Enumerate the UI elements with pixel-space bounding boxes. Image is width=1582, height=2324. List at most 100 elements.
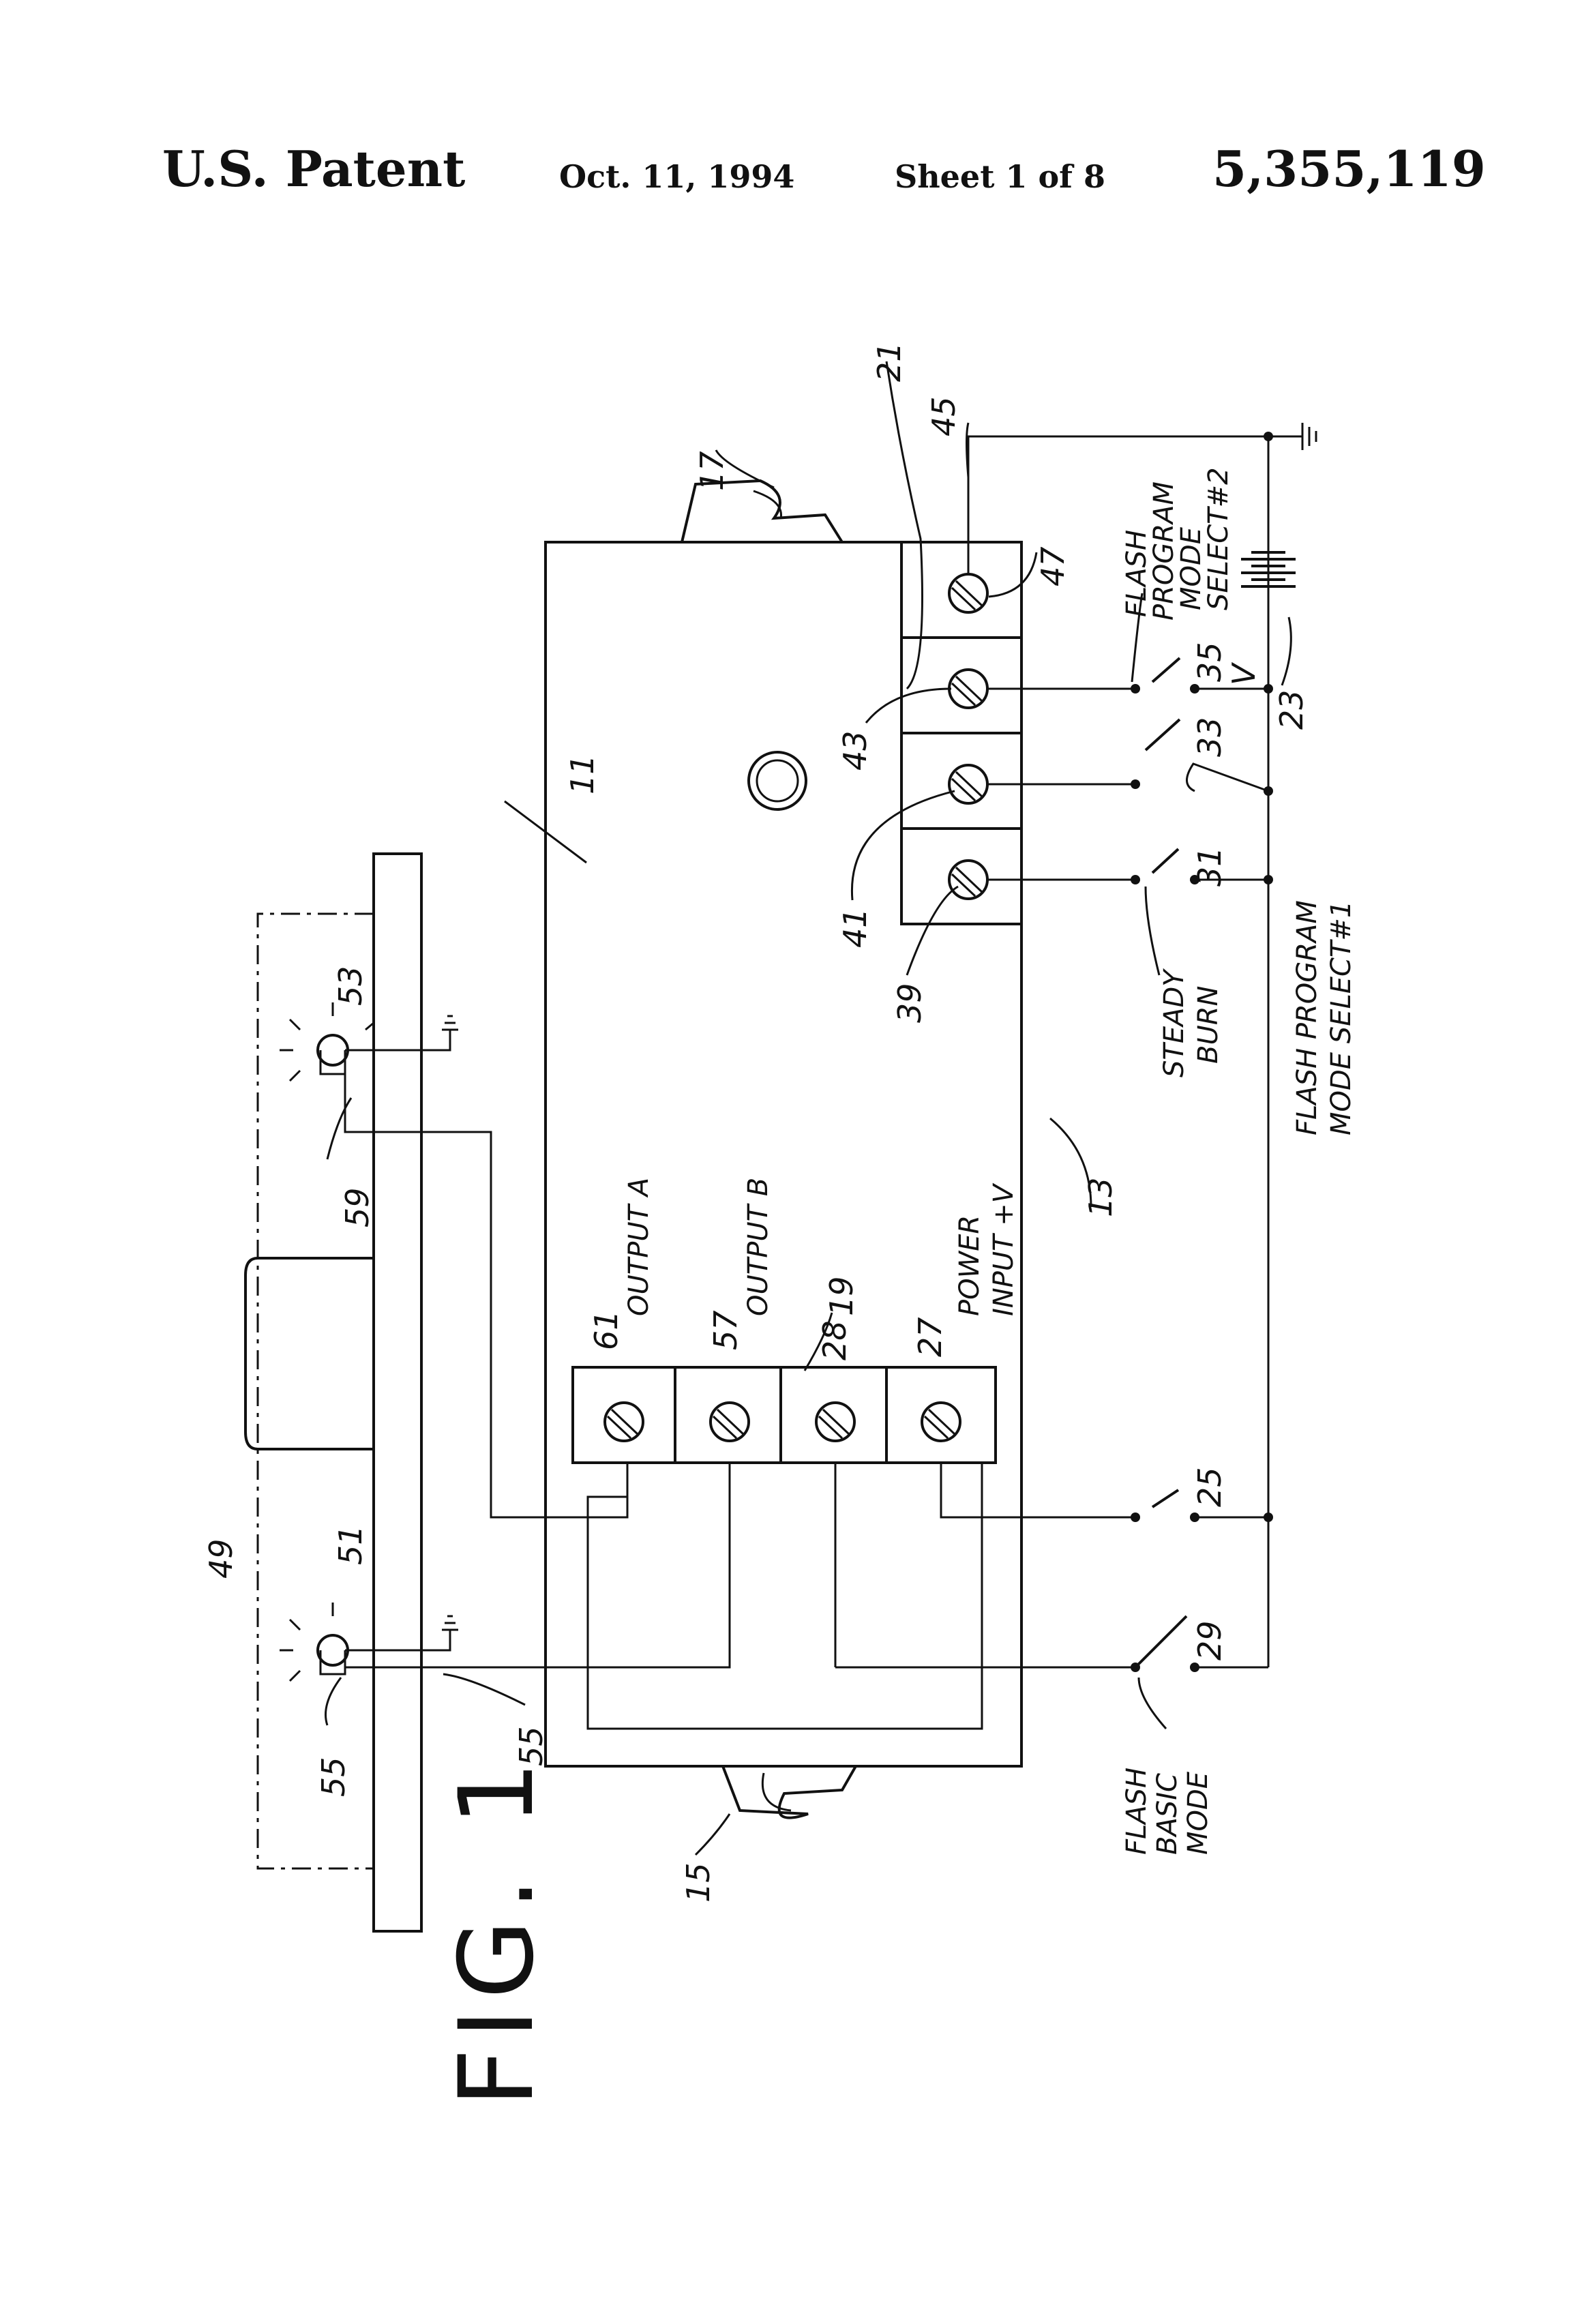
callout-55-wire: 55 [513,1726,550,1766]
patent-title: U.S. Patent [162,140,466,198]
ray [288,1618,301,1631]
callout-15: 15 [680,1862,717,1903]
callout-51: 51 [332,1525,369,1565]
leader-19-arrow [803,1312,833,1371]
leader-lines [325,361,1292,1856]
slot-icon [753,490,782,519]
lamp-bar [372,852,423,1933]
switch-contact [1131,1513,1140,1522]
callout-v: V [1225,661,1262,685]
switch-labels: STEADY BURN FLASH PROGRAM MODE SELECT#1 … [1121,467,1357,1855]
ray [288,1669,301,1682]
label-fpms2-line1: FLASH [1121,530,1152,617]
callout-19: 19 [823,1276,860,1316]
callout-numbers: 11 13 15 17 19 21 23 25 27 28 29 31 33 3… [203,342,1310,1903]
patent-number: 5,355,119 [1212,140,1486,198]
leader-41 [850,790,955,901]
switch-contact [1131,779,1140,789]
mount-tab-15 [721,1766,857,1819]
switch-contact [1131,684,1140,694]
wire-power-input [940,1463,1132,1519]
indicator-lens [747,751,807,811]
screw-47 [948,573,989,614]
label-basic-line1: FLASH [1121,1768,1152,1855]
callout-35: 35 [1191,642,1228,682]
wire-55 [344,1463,731,1674]
switch-29-blade [1134,1615,1188,1669]
screw-39 [948,859,989,900]
leader-15 [694,1813,731,1856]
leader-47 [988,552,1038,598]
screw-61 [603,1401,644,1442]
leader-43 [865,687,952,724]
leader-23 [1281,616,1292,686]
lens-housing-49 [256,912,374,1870]
leader-21 [885,361,923,690]
terminal-labels: OUTPUT A OUTPUT B POWER INPUT +V [623,1178,1019,1316]
switch-25-blade [1151,1489,1180,1508]
callout-25: 25 [1191,1467,1228,1507]
leader-fpms2 [1131,593,1144,683]
indicator-lens-inner [756,759,799,803]
leader-45 [966,422,970,478]
label-basic-line3: MODE [1182,1771,1214,1855]
screw-41 [948,764,989,805]
switch-33-lead [1186,762,1269,792]
leader-11 [504,800,587,864]
callout-11: 11 [564,754,601,794]
callout-29: 29 [1191,1620,1228,1660]
terminal-strip-19 [571,1366,997,1464]
internal-loop-wire [586,1463,983,1730]
ray [288,1018,301,1031]
label-fpms2-line2: PROGRAM [1148,481,1180,621]
label-power: POWER [954,1215,985,1316]
slot-icon [761,1772,792,1812]
ray [288,1069,301,1082]
lamp51-ground-lead [345,1630,451,1652]
lamp-51 [280,1603,458,1682]
housing-13 [544,541,1023,1768]
lamp-53 [280,1002,458,1082]
center-mount [244,1257,374,1450]
callout-61: 61 [588,1310,625,1350]
leader-flash-basic [1137,1677,1167,1729]
leader-steady [1144,886,1161,976]
screw-27 [921,1401,961,1442]
wiring [344,423,1317,1674]
leader-17 [715,449,775,489]
leader-59 [326,1097,353,1160]
screw-57 [709,1401,750,1442]
lamp53-ground-lead [345,1030,451,1052]
bulb-base [319,1050,346,1075]
bulb-icon [316,1034,349,1067]
label-fpms1-line2: MODE SELECT#1 [1326,901,1357,1135]
switch-33-blade [1144,718,1181,751]
switch-contact [1131,875,1140,884]
switch-31-blade [1151,848,1180,874]
label-fpms2-line3: MODE [1176,526,1207,610]
callout-47: 47 [1034,546,1071,586]
leader-13 [1049,1117,1092,1208]
callout-33: 33 [1191,717,1228,757]
callout-59: 59 [339,1187,376,1227]
callout-21: 21 [871,342,908,382]
label-burn: BURN [1193,986,1224,1064]
callout-31: 31 [1191,846,1228,887]
callout-57: 57 [707,1310,744,1350]
callout-17: 17 [693,451,730,491]
callout-13: 13 [1082,1177,1119,1217]
patent-date: Oct. 11, 1994 [559,158,795,195]
callout-43: 43 [837,730,874,771]
label-input-v: INPUT +V [988,1182,1019,1316]
lamp-bar-assembly [244,852,458,1933]
screw-28 [815,1401,856,1442]
switch-35-blade [1151,657,1181,683]
screw-43 [948,668,989,709]
bulb-base [319,1650,346,1675]
leader-55b [443,1673,526,1706]
callout-53: 53 [332,966,369,1006]
callout-49: 49 [203,1538,239,1579]
callout-55-lamp: 55 [315,1757,352,1797]
